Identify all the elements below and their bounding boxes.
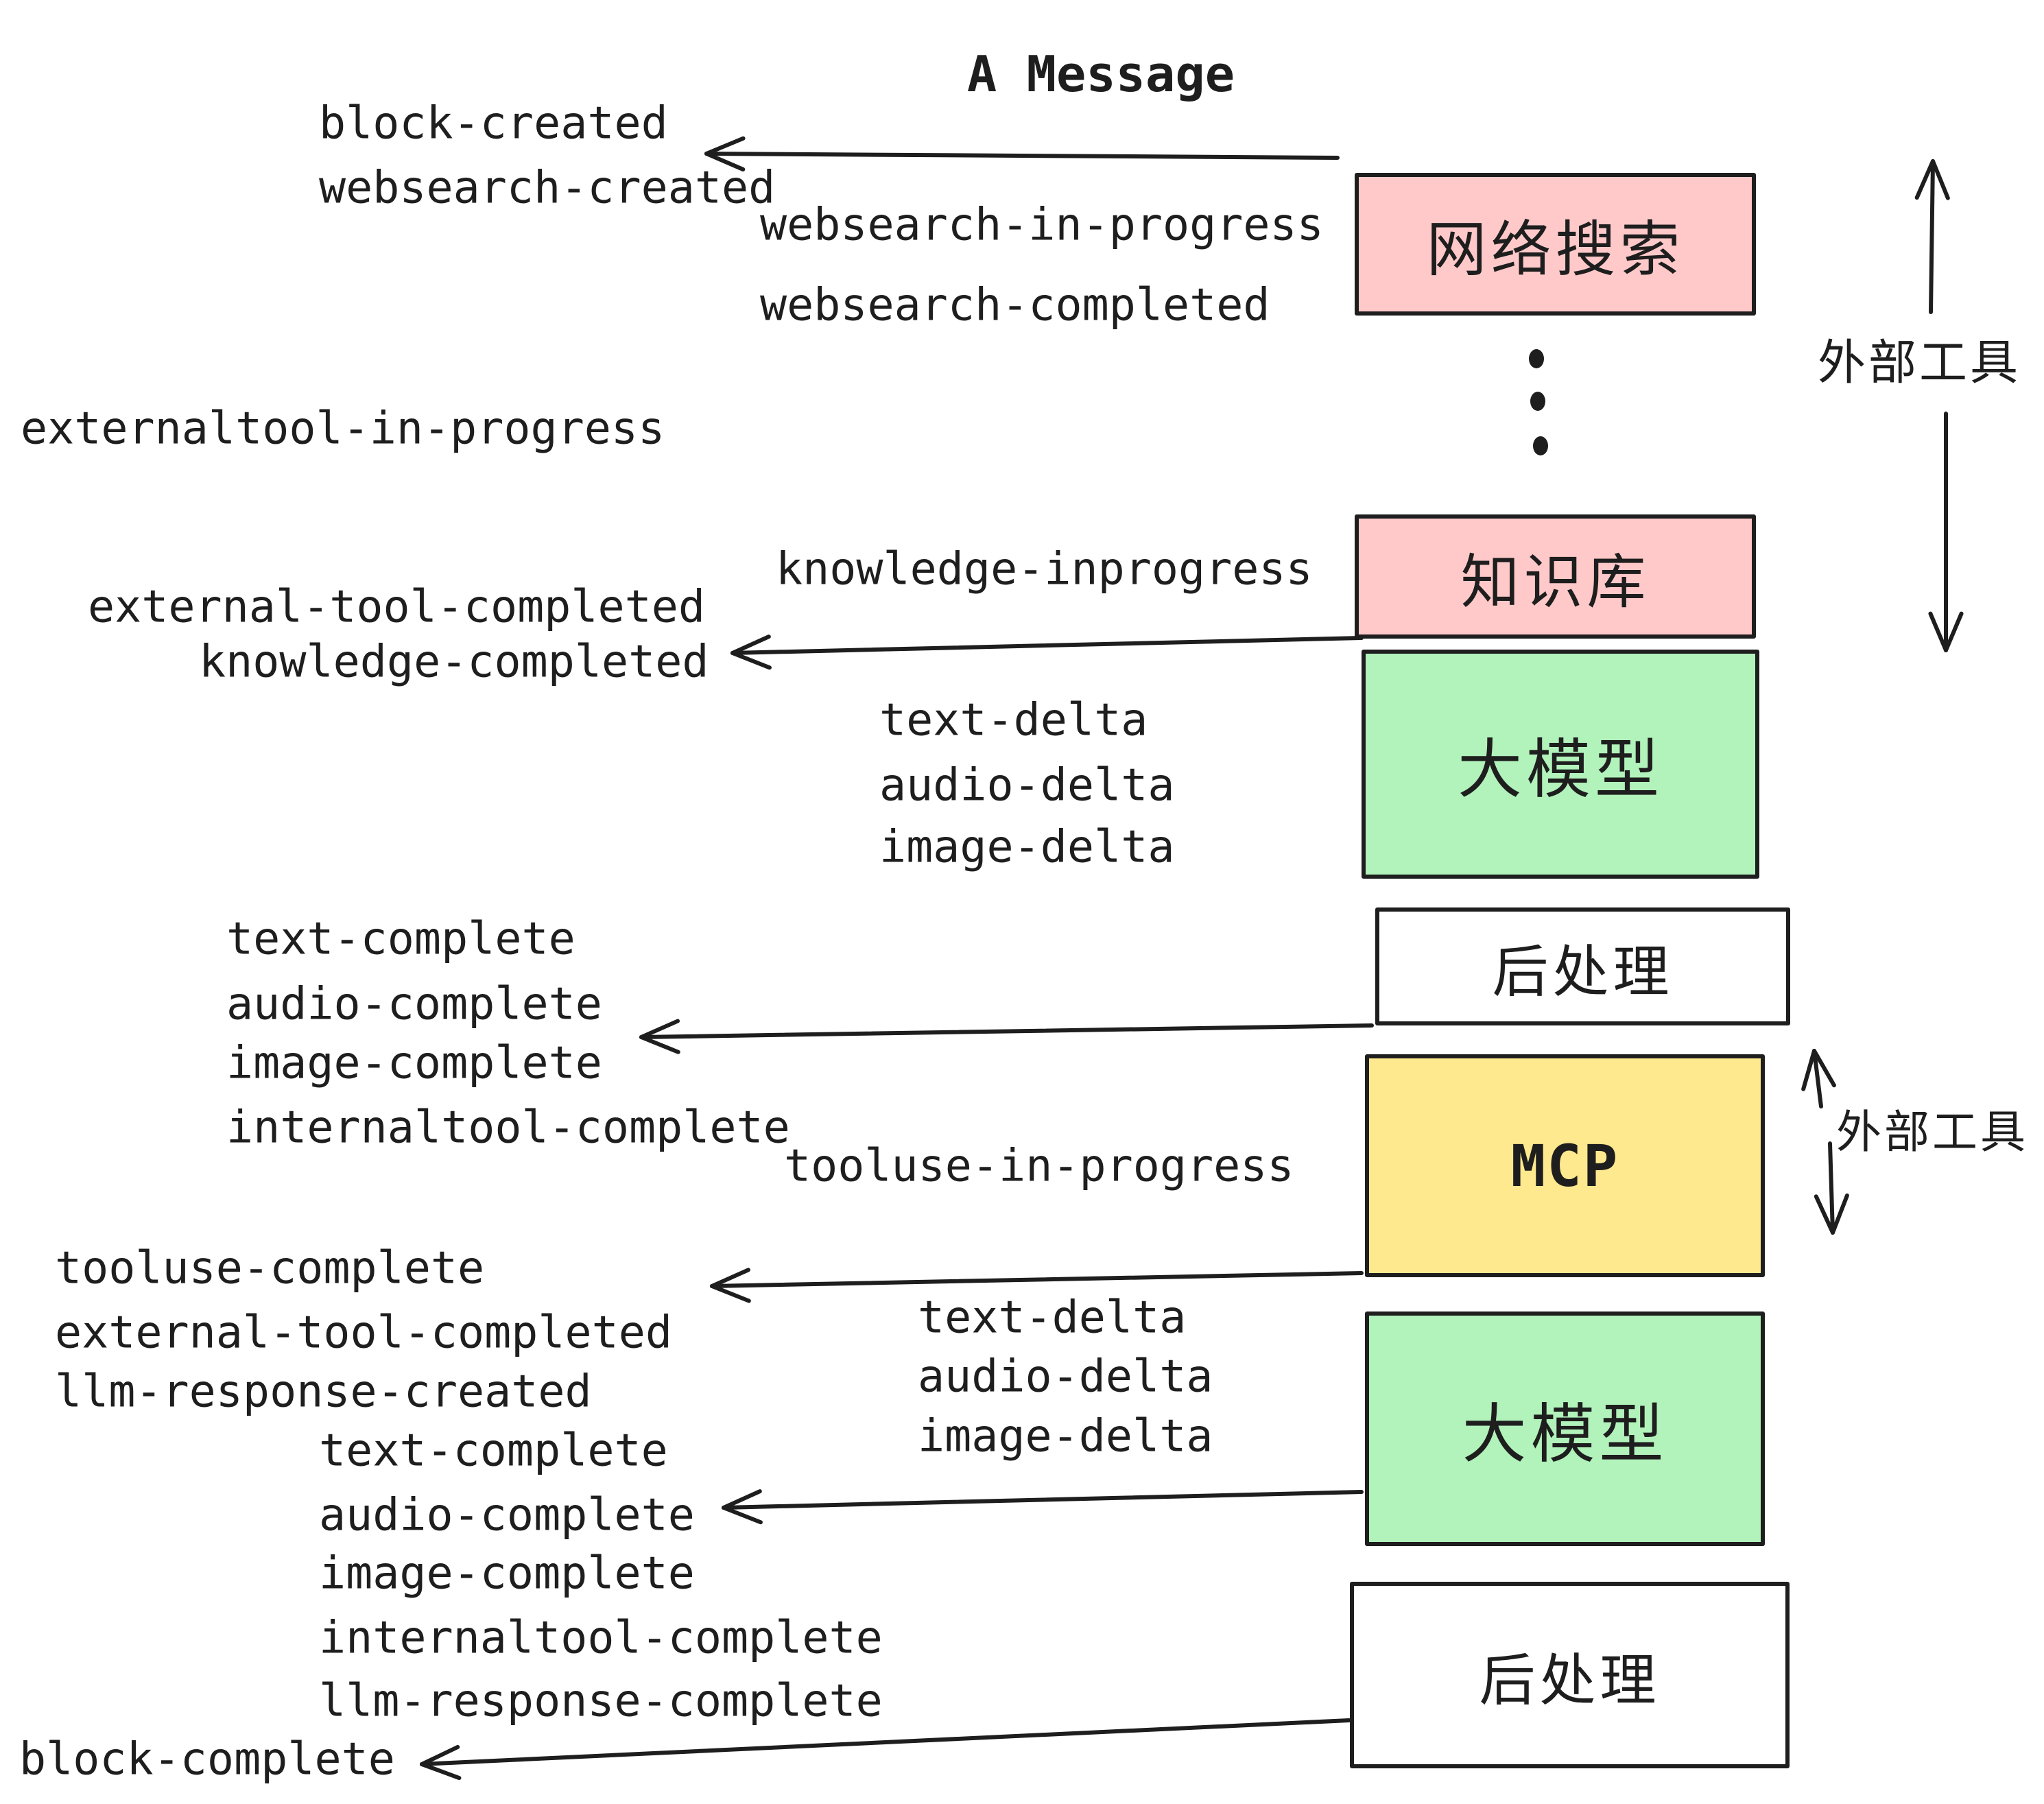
side-label-external-tools-top: 外部工具	[1818, 334, 2021, 391]
arrow-external-tools-top-down-head	[1928, 611, 1948, 652]
event-label-block-created: block-created	[319, 97, 668, 150]
flow-box-label-websearch: 网络搜索	[1426, 213, 1685, 285]
event-label-websearch-created: websearch-created	[319, 162, 776, 214]
arrow-arrow-to-block-created-shaft	[704, 152, 1340, 160]
event-label-image-complete-2: image-complete	[319, 1547, 695, 1600]
event-label-tooluse-in-progress: tooluse-in-progress	[784, 1140, 1294, 1192]
event-label-audio-delta-2: audio-delta	[918, 1351, 1213, 1403]
flow-box-llm-1: 大模型	[1362, 650, 1759, 879]
event-label-websearch-completed: websearch-completed	[760, 279, 1270, 331]
event-label-llm-response-created: llm-response-created	[55, 1366, 592, 1418]
event-label-external-tool-completed-2: external-tool-completed	[55, 1307, 673, 1359]
arrow-external-tools-top-up-head	[1914, 159, 1935, 200]
event-label-text-complete-1: text-complete	[226, 913, 575, 965]
event-label-text-complete-2: text-complete	[319, 1425, 668, 1477]
arrow-external-tools-top-up-head	[1931, 159, 1950, 200]
arrow-arrow-to-block-complete-head	[420, 1744, 460, 1766]
event-label-internaltool-complete-1: internaltool-complete	[226, 1102, 790, 1154]
arrow-arrow-to-tooluse-complete-shaft	[710, 1271, 1364, 1288]
event-label-text-delta-1: text-delta	[879, 694, 1148, 746]
side-label-external-tools-mid: 外部工具	[1836, 1106, 2028, 1159]
event-label-image-delta-1: image-delta	[879, 821, 1175, 873]
arrow-arrow-to-image-complete-head	[639, 1035, 680, 1054]
flow-box-label-postprocess-1: 后处理	[1492, 939, 1674, 1005]
ellipsis-dot-icon	[1529, 349, 1544, 368]
arrow-external-tools-mid-up-head	[1812, 1049, 1836, 1088]
arrow-external-tools-top-down-head	[1944, 611, 1964, 652]
event-label-audio-delta-1: audio-delta	[879, 759, 1175, 811]
arrow-arrow-to-block-created-head	[704, 136, 746, 156]
flow-box-label-knowledge: 知识库	[1460, 548, 1650, 617]
arrow-arrow-to-knowledge-completed-head	[730, 634, 771, 655]
arrow-arrow-to-image-complete-shaft	[639, 1023, 1374, 1039]
arrow-external-tools-mid-down-head	[1831, 1193, 1849, 1235]
event-label-audio-complete-1: audio-complete	[226, 978, 602, 1030]
event-label-externaltool-in-progress: externaltool-in-progress	[21, 403, 665, 455]
arrow-arrow-to-block-complete-shaft	[420, 1718, 1351, 1766]
event-label-text-delta-2: text-delta	[918, 1292, 1187, 1344]
flow-box-postprocess-2: 后处理	[1350, 1582, 1790, 1768]
event-label-knowledge-completed: knowledge-completed	[199, 636, 709, 688]
event-label-llm-response-complete: llm-response-complete	[319, 1675, 883, 1727]
flow-box-llm-2: 大模型	[1365, 1312, 1765, 1546]
arrow-external-tools-mid-down-shaft	[1828, 1141, 1835, 1235]
event-label-audio-complete-2: audio-complete	[319, 1489, 695, 1541]
flow-box-label-postprocess-2: 后处理	[1479, 1648, 1661, 1713]
event-label-block-complete: block-complete	[19, 1733, 395, 1785]
ellipsis-dot-icon	[1530, 392, 1545, 411]
flow-box-label-mcp: MCP	[1510, 1132, 1619, 1200]
arrow-arrow-to-tooluse-complete-head	[710, 1268, 750, 1288]
event-label-websearch-in-progress: websearch-in-progress	[760, 199, 1324, 251]
arrow-arrow-to-audio-complete-head	[722, 1506, 763, 1525]
arrow-arrow-to-tooluse-complete-head	[710, 1284, 751, 1303]
event-label-tooluse-complete: tooluse-complete	[55, 1242, 485, 1294]
flow-box-label-llm-1: 大模型	[1457, 733, 1663, 807]
ellipsis-dot-icon	[1533, 436, 1548, 455]
arrow-arrow-to-block-complete-head	[420, 1762, 462, 1781]
arrow-external-tools-mid-up-shaft	[1812, 1049, 1823, 1108]
flow-box-label-llm-2: 大模型	[1462, 1397, 1668, 1472]
event-label-internaltool-complete-2: internaltool-complete	[319, 1612, 883, 1664]
arrow-arrow-to-knowledge-completed-head	[730, 651, 772, 670]
arrow-external-tools-mid-down-head	[1814, 1194, 1835, 1235]
event-label-image-complete-1: image-complete	[226, 1037, 602, 1089]
flow-box-postprocess-1: 后处理	[1375, 907, 1790, 1025]
arrow-arrow-to-knowledge-completed-shaft	[730, 636, 1364, 655]
flow-box-mcp: MCP	[1365, 1054, 1765, 1277]
arrow-external-tools-top-up-shaft	[1929, 159, 1935, 314]
arrow-arrow-to-image-complete-head	[639, 1019, 680, 1039]
arrow-arrow-to-audio-complete-head	[722, 1489, 762, 1510]
arrow-external-tools-mid-up-head	[1801, 1049, 1816, 1091]
event-label-external-tool-completed-1: external-tool-completed	[88, 581, 706, 633]
flow-box-knowledge: 知识库	[1355, 514, 1756, 639]
event-label-knowledge-inprogress: knowledge-inprogress	[776, 543, 1313, 595]
arrow-arrow-to-audio-complete-shaft	[722, 1490, 1364, 1510]
flow-box-websearch: 网络搜索	[1355, 173, 1756, 316]
diagram-title: A Message	[966, 45, 1235, 103]
event-label-image-delta-2: image-delta	[918, 1410, 1213, 1462]
